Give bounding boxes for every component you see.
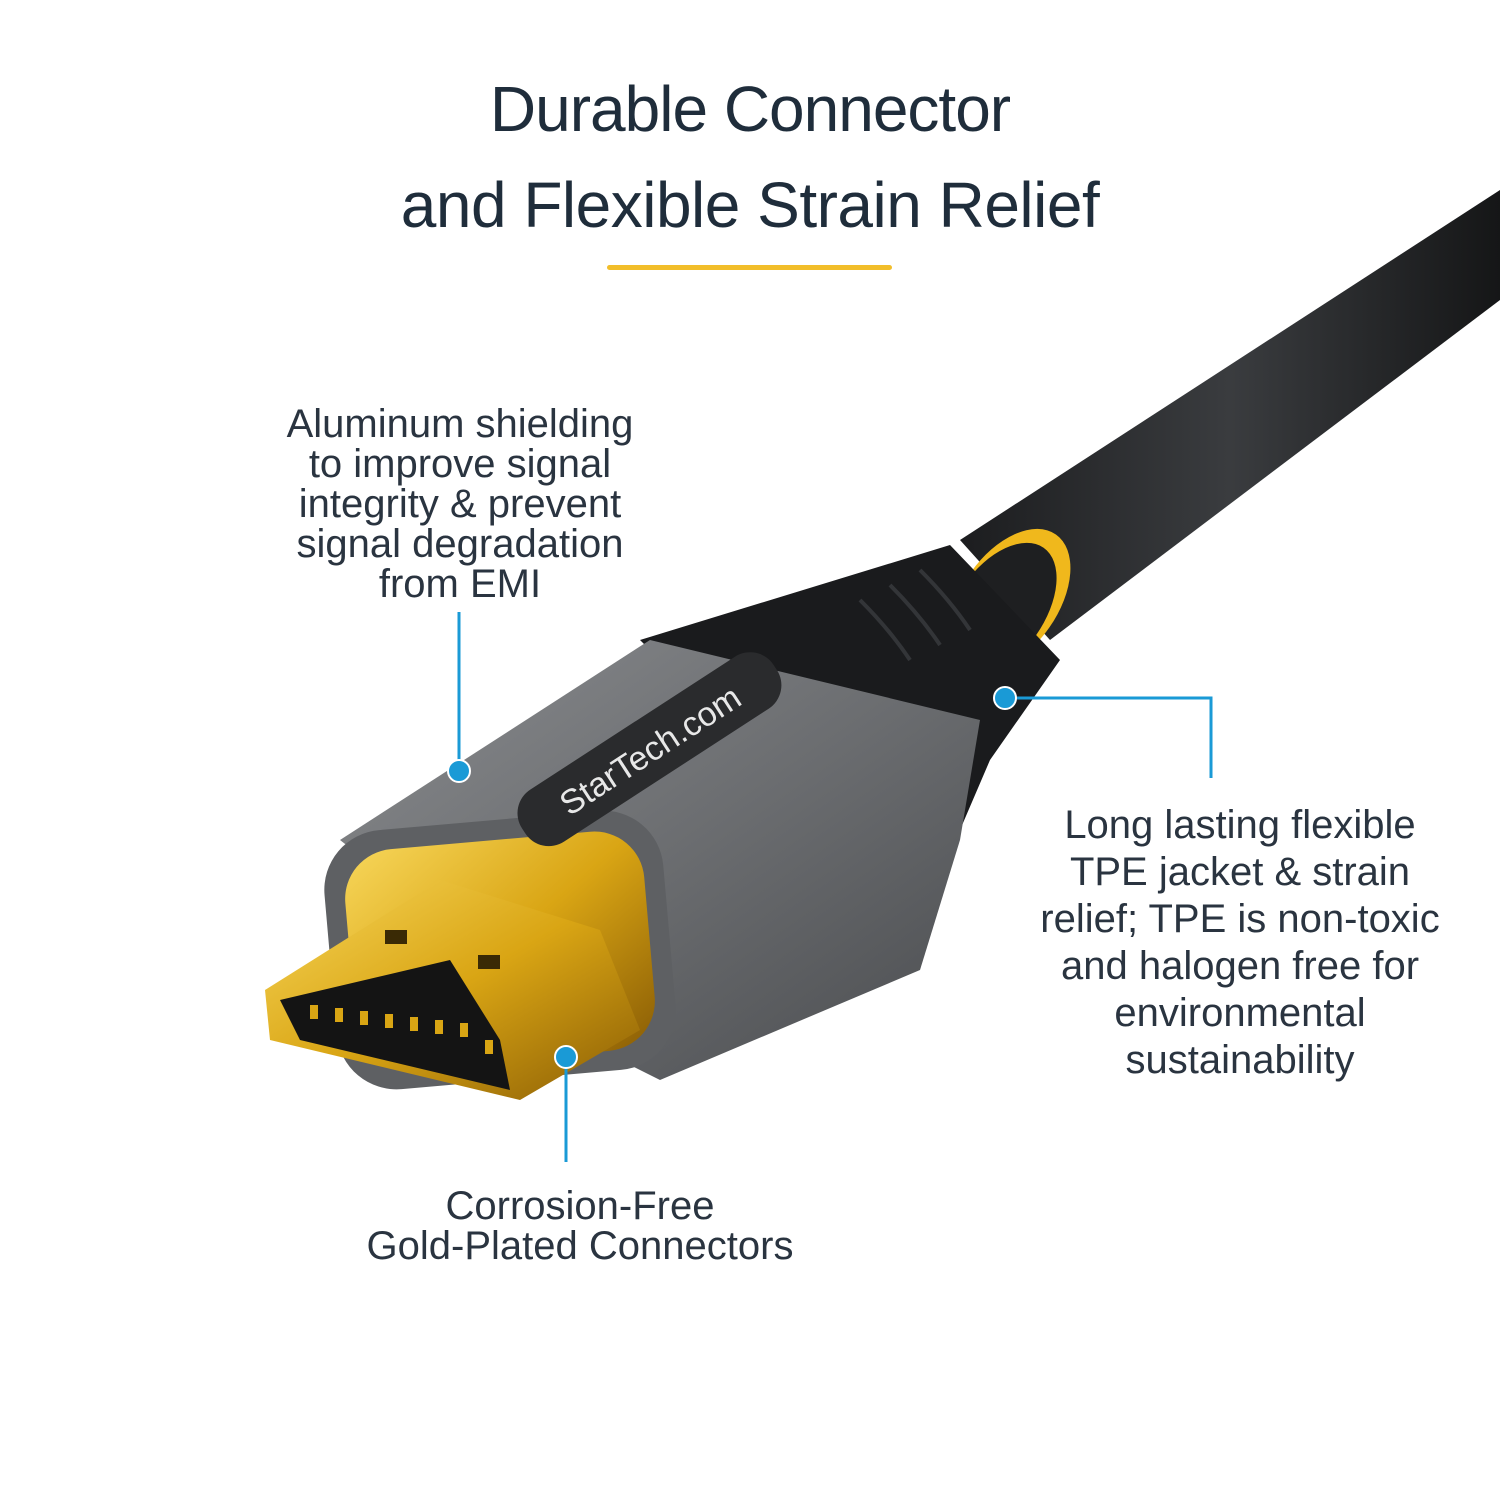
page-subtitle: and Flexible Strain Relief [400, 169, 1100, 241]
callout-tpe-jacket: Long lasting flexible TPE jacket & strai… [1040, 803, 1440, 1082]
title-underline [607, 265, 892, 270]
callout-gold-plated: Corrosion-Free Gold-Plated Connectors [366, 1184, 794, 1268]
callout-dot-tpe [993, 686, 1017, 710]
callout-aluminum-shielding: Aluminum shielding to improve signal int… [286, 402, 634, 606]
callout-dot-aluminum [447, 759, 471, 783]
callout-dot-gold [554, 1045, 578, 1069]
gold-plated-plug [265, 880, 640, 1100]
cable-jacket [960, 190, 1500, 640]
callout-line-tpe [1005, 696, 1213, 778]
page-title: Durable Connector [489, 73, 1011, 145]
